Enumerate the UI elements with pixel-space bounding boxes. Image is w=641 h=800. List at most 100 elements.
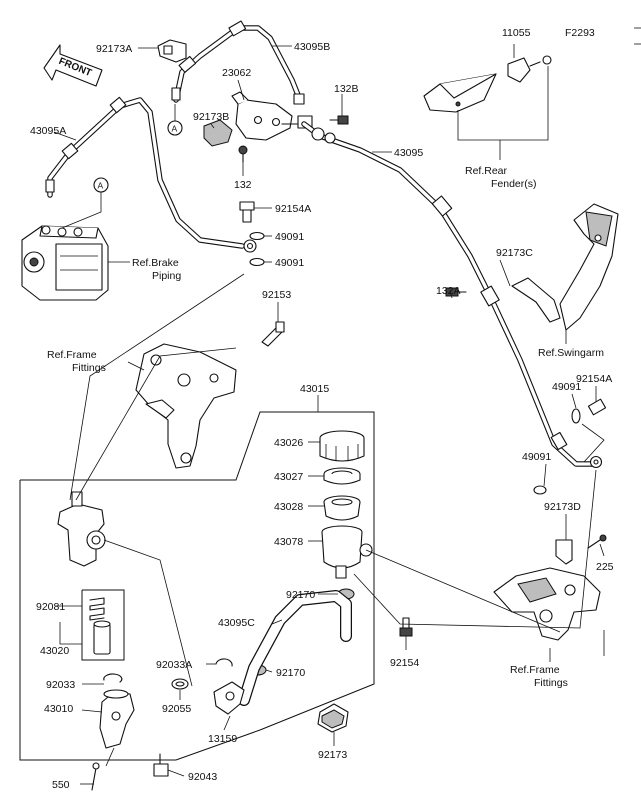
banjo-bolt-92154A-right bbox=[587, 398, 607, 416]
frame-fittings-right bbox=[493, 567, 601, 641]
label-43078: 43078 bbox=[274, 536, 303, 548]
bolt-132A bbox=[445, 287, 467, 297]
label-11055: 11055 bbox=[502, 27, 531, 39]
label-43027: 43027 bbox=[274, 471, 303, 483]
figure-code: F2293 bbox=[565, 27, 595, 39]
swingarm-ref bbox=[559, 203, 619, 331]
hose-43095C bbox=[238, 590, 352, 706]
label-92170-1: 92170 bbox=[286, 589, 315, 601]
label-49091-right: 49091 bbox=[552, 381, 581, 393]
label-132: 132 bbox=[234, 179, 252, 191]
bolt-92153 bbox=[261, 321, 285, 347]
washer-49091-mid bbox=[249, 257, 265, 267]
label-92055: 92055 bbox=[162, 703, 191, 715]
washer-49091-right-lower bbox=[533, 485, 547, 495]
callout-a-lower: A bbox=[61, 177, 109, 229]
part-labels: 92173A 43095B 23062 92173B 132B 43095A 1… bbox=[30, 27, 614, 791]
label-92033: 92033 bbox=[46, 679, 75, 691]
ref-frame-fittings-right-1: Ref.Frame bbox=[510, 664, 560, 676]
label-92173D: 92173D bbox=[544, 501, 581, 513]
bolt-132B bbox=[329, 115, 349, 125]
label-92170-2: 92170 bbox=[276, 667, 305, 679]
label-23062: 23062 bbox=[222, 67, 251, 79]
label-43010: 43010 bbox=[44, 703, 73, 715]
washer-49091-right bbox=[571, 408, 581, 424]
label-92173B: 92173B bbox=[193, 111, 229, 123]
circlip-92033 bbox=[103, 673, 123, 683]
label-225: 225 bbox=[596, 561, 614, 573]
label-43095B: 43095B bbox=[294, 41, 330, 53]
label-43028: 43028 bbox=[274, 501, 303, 513]
label-43026: 43026 bbox=[274, 437, 303, 449]
label-92033A: 92033A bbox=[156, 659, 192, 671]
label-92154A-top: 92154A bbox=[275, 203, 311, 215]
bolt-225 bbox=[587, 534, 607, 549]
spring-92081 bbox=[89, 597, 105, 621]
label-43095: 43095 bbox=[394, 147, 423, 159]
label-550: 550 bbox=[52, 779, 70, 791]
leader-lines bbox=[53, 45, 605, 785]
washer-49091-top bbox=[249, 231, 265, 241]
ref-frame-fittings-right-2: Fittings bbox=[534, 677, 568, 689]
label-92043: 92043 bbox=[188, 771, 217, 783]
clamp-92173B bbox=[203, 119, 233, 147]
master-cylinder-43010 bbox=[99, 689, 135, 749]
label-92081: 92081 bbox=[36, 601, 65, 613]
diaphragm-43028 bbox=[323, 495, 361, 521]
circlip-92033A bbox=[215, 658, 233, 667]
brake-hose-43095A bbox=[45, 96, 257, 253]
label-43095C: 43095C bbox=[218, 617, 255, 629]
ref-frame-fittings-left-2: Fittings bbox=[72, 362, 106, 374]
piston-43020 bbox=[93, 620, 111, 655]
label-49091-1: 49091 bbox=[275, 231, 304, 243]
label-92173C: 92173C bbox=[496, 247, 533, 259]
ref-brake-piping-1: Ref.Brake bbox=[132, 257, 179, 269]
label-49091-2: 49091 bbox=[275, 257, 304, 269]
label-43020: 43020 bbox=[40, 645, 69, 657]
reservoir-cap-43026 bbox=[319, 430, 365, 462]
rear-fender-ref bbox=[423, 73, 497, 113]
bracket-92173D bbox=[555, 539, 573, 565]
callout-a-upper: A bbox=[167, 104, 183, 136]
bracket-23062 bbox=[231, 91, 313, 141]
clamp-92173C bbox=[511, 277, 561, 323]
label-43015: 43015 bbox=[300, 383, 329, 395]
edge-marks bbox=[634, 27, 641, 45]
ref-frame-fittings-left-1: Ref.Frame bbox=[47, 349, 97, 361]
frame-fittings-left bbox=[135, 343, 237, 469]
label-92173: 92173 bbox=[318, 749, 347, 761]
ref-swingarm: Ref.Swingarm bbox=[538, 347, 604, 359]
plate-43027 bbox=[323, 467, 361, 485]
label-92173A: 92173A bbox=[96, 43, 132, 55]
pin-550 bbox=[91, 762, 100, 791]
label-13159: 13159 bbox=[208, 733, 237, 745]
label-132A: 132A bbox=[436, 285, 461, 297]
master-cylinder-upper bbox=[57, 491, 106, 567]
svg-text:A: A bbox=[172, 124, 178, 134]
label-92154A-right: 92154A bbox=[576, 373, 612, 385]
label-92153: 92153 bbox=[262, 289, 291, 301]
oring-92055 bbox=[171, 678, 189, 690]
svg-text:A: A bbox=[98, 181, 104, 191]
clip-11055 bbox=[507, 55, 552, 83]
hose-joint-right-upper bbox=[311, 127, 336, 144]
brake-hose-43095 bbox=[301, 121, 603, 469]
bolt-92043 bbox=[153, 753, 169, 777]
ref-brake-piping-2: Piping bbox=[152, 270, 181, 282]
label-43095A: 43095A bbox=[30, 125, 66, 137]
clamp-92173A bbox=[157, 39, 187, 63]
front-direction-arrow: FRONT bbox=[43, 44, 103, 87]
assembly-frame-43015 bbox=[19, 411, 375, 761]
assembly-frame-43020 bbox=[81, 589, 125, 661]
ref-rear-fender-2: Fender(s) bbox=[491, 178, 537, 190]
fitting-13159 bbox=[213, 681, 245, 715]
bolt-132 bbox=[238, 145, 248, 163]
abs-unit bbox=[21, 225, 109, 301]
label-92154: 92154 bbox=[390, 657, 419, 669]
brake-hose-43095B bbox=[171, 20, 305, 105]
reservoir-43078 bbox=[321, 525, 373, 579]
clamp-92173 bbox=[317, 703, 349, 733]
banjo-bolt-92154A-top bbox=[239, 201, 255, 223]
label-132B: 132B bbox=[334, 83, 359, 95]
